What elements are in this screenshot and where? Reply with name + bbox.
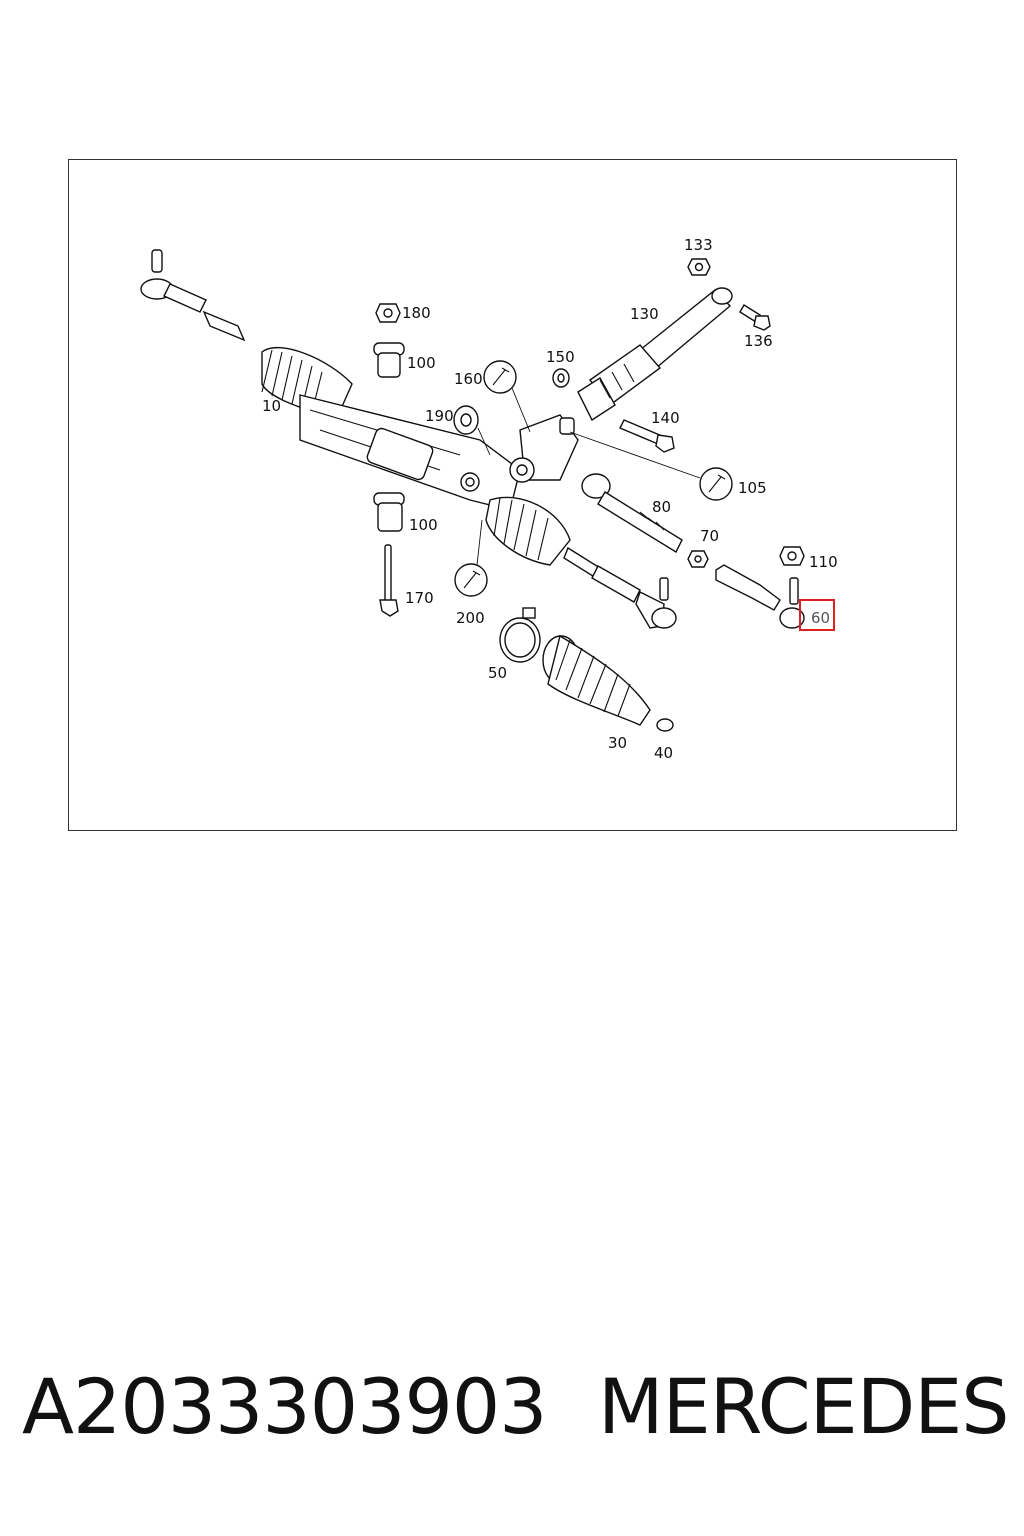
callout-label: 60 (811, 609, 830, 627)
callout-label: 100 (409, 516, 438, 534)
callout-label: 30 (608, 734, 627, 752)
part-number: A2033303903 (22, 1362, 548, 1451)
callout-labels: 10 30 40 50 60 70 80 100 100 105 110 130… (262, 236, 838, 762)
callout-label: 100 (407, 354, 436, 372)
callout-label: 130 (630, 305, 659, 323)
callout-label: 180 (402, 304, 431, 322)
wrench-icon (454, 563, 488, 597)
washer-190 (453, 405, 479, 435)
bushing-lower (373, 492, 405, 532)
rack-housing (299, 394, 521, 511)
caption: A2033303903 MERCEDES (0, 1362, 1024, 1472)
valve-block (509, 414, 579, 483)
bolt-140 (619, 419, 675, 453)
callout-label: 50 (488, 664, 507, 682)
right-tie-rod (563, 546, 677, 629)
wrench-icon (699, 467, 733, 501)
callout-label: 136 (744, 332, 773, 350)
highlight-box (799, 599, 835, 631)
bolt-170 (379, 544, 399, 617)
callout-label: 140 (651, 409, 680, 427)
callout-label: 200 (456, 609, 485, 627)
right-boot (485, 496, 571, 566)
clip-40 (656, 718, 674, 732)
callout-label: 10 (262, 397, 281, 415)
boot-30 (542, 634, 651, 726)
inner-tie-rod (581, 473, 683, 553)
clamp-50 (499, 607, 541, 663)
callout-label: 160 (454, 370, 483, 388)
nut-110 (779, 546, 805, 566)
callout-label: 170 (405, 589, 434, 607)
callout-label: 70 (700, 527, 719, 545)
callout-label: 110 (809, 553, 838, 571)
callout-label: 190 (425, 407, 454, 425)
nut-180 (375, 303, 401, 323)
nut-70 (687, 550, 709, 568)
callout-label: 40 (654, 744, 673, 762)
steering-shaft (577, 287, 733, 422)
brand-name: MERCEDES (598, 1362, 1009, 1451)
callout-label: 133 (684, 236, 713, 254)
bushing-upper (373, 342, 405, 378)
nut-133 (687, 258, 711, 276)
outer-tie-rod-end (715, 564, 805, 629)
leader-lines (476, 387, 701, 566)
callout-label: 105 (738, 479, 767, 497)
bolt-136 (739, 304, 771, 331)
callout-label: 150 (546, 348, 575, 366)
callout-label: 80 (652, 498, 671, 516)
left-tie-rod-end (140, 249, 246, 342)
washer-150 (552, 368, 570, 388)
wrench-icon (483, 360, 517, 394)
